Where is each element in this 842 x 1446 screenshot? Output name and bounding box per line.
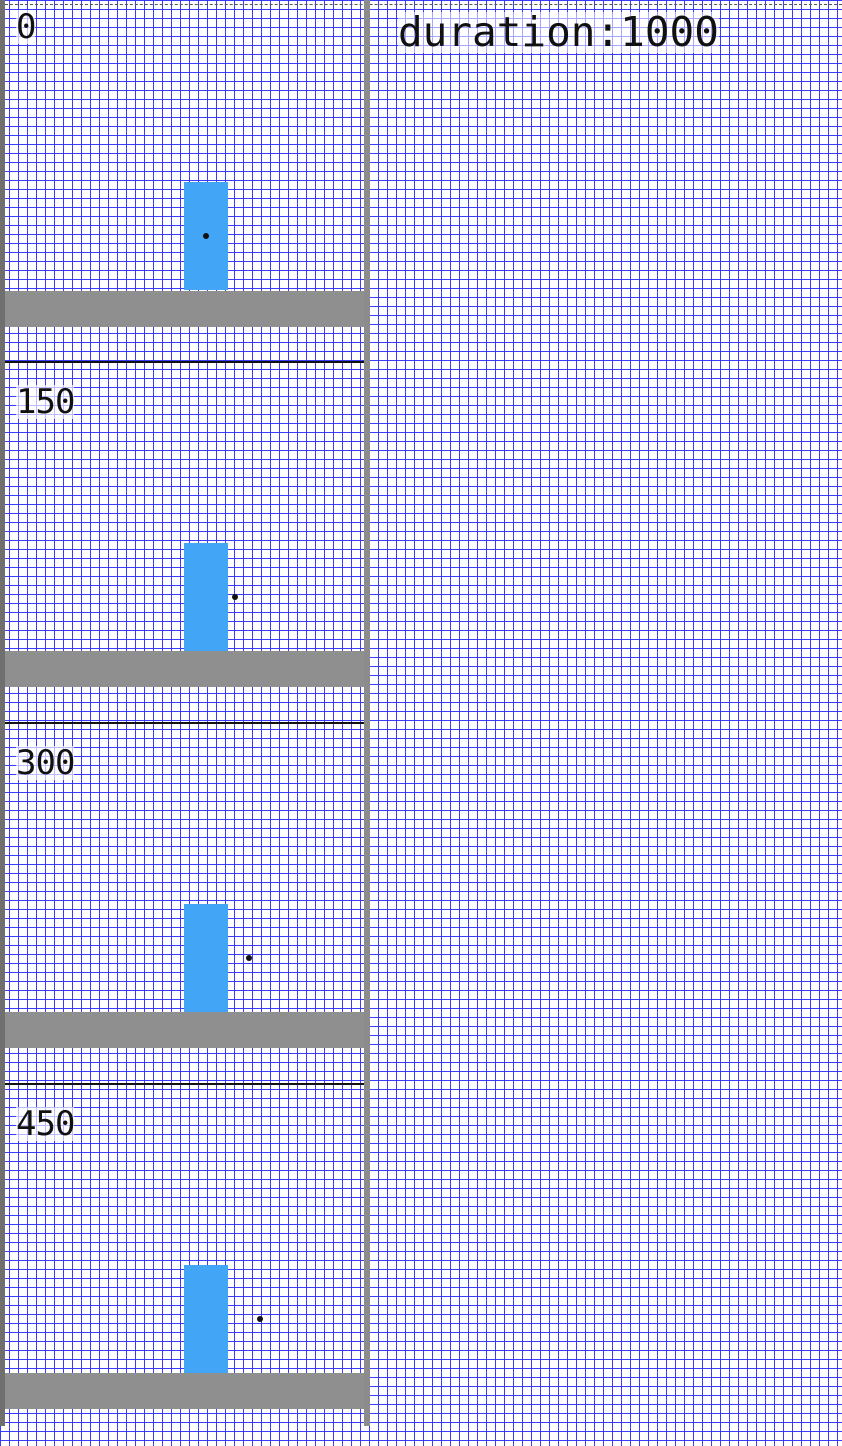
- ball-dot: [246, 955, 252, 961]
- frame-label: 150: [16, 382, 75, 422]
- frame-150: 150: [5, 363, 364, 724]
- frame-300: 300: [5, 724, 364, 1085]
- duration-value: 1000: [620, 8, 719, 56]
- ground-floor: [5, 651, 364, 687]
- frame-label: 300: [16, 743, 75, 783]
- ground-floor: [5, 1373, 364, 1409]
- duration-label: duration:: [398, 8, 621, 56]
- ball-dot: [257, 1316, 263, 1322]
- frame-separator: [5, 722, 364, 724]
- blue-block: [184, 543, 228, 651]
- left-edge: [0, 0, 5, 1426]
- duration-readout: duration:1000: [398, 12, 719, 53]
- frame-label: 0: [16, 7, 37, 47]
- blue-block: [184, 904, 228, 1012]
- ball-dot: [232, 594, 238, 600]
- ground-floor: [5, 291, 364, 327]
- frames-panel: 0 150 300 450: [0, 0, 366, 1426]
- frame-0: 0: [5, 0, 364, 361]
- frame-450: 450: [5, 1085, 364, 1446]
- frame-separator: [5, 1083, 364, 1085]
- ground-floor: [5, 1012, 364, 1048]
- ball-dot: [203, 233, 209, 239]
- top-ruler: [0, 0, 842, 5]
- frame-label: 450: [16, 1104, 75, 1144]
- blue-block: [184, 1265, 228, 1373]
- frame-separator: [5, 361, 364, 363]
- panel-divider: [364, 0, 370, 1426]
